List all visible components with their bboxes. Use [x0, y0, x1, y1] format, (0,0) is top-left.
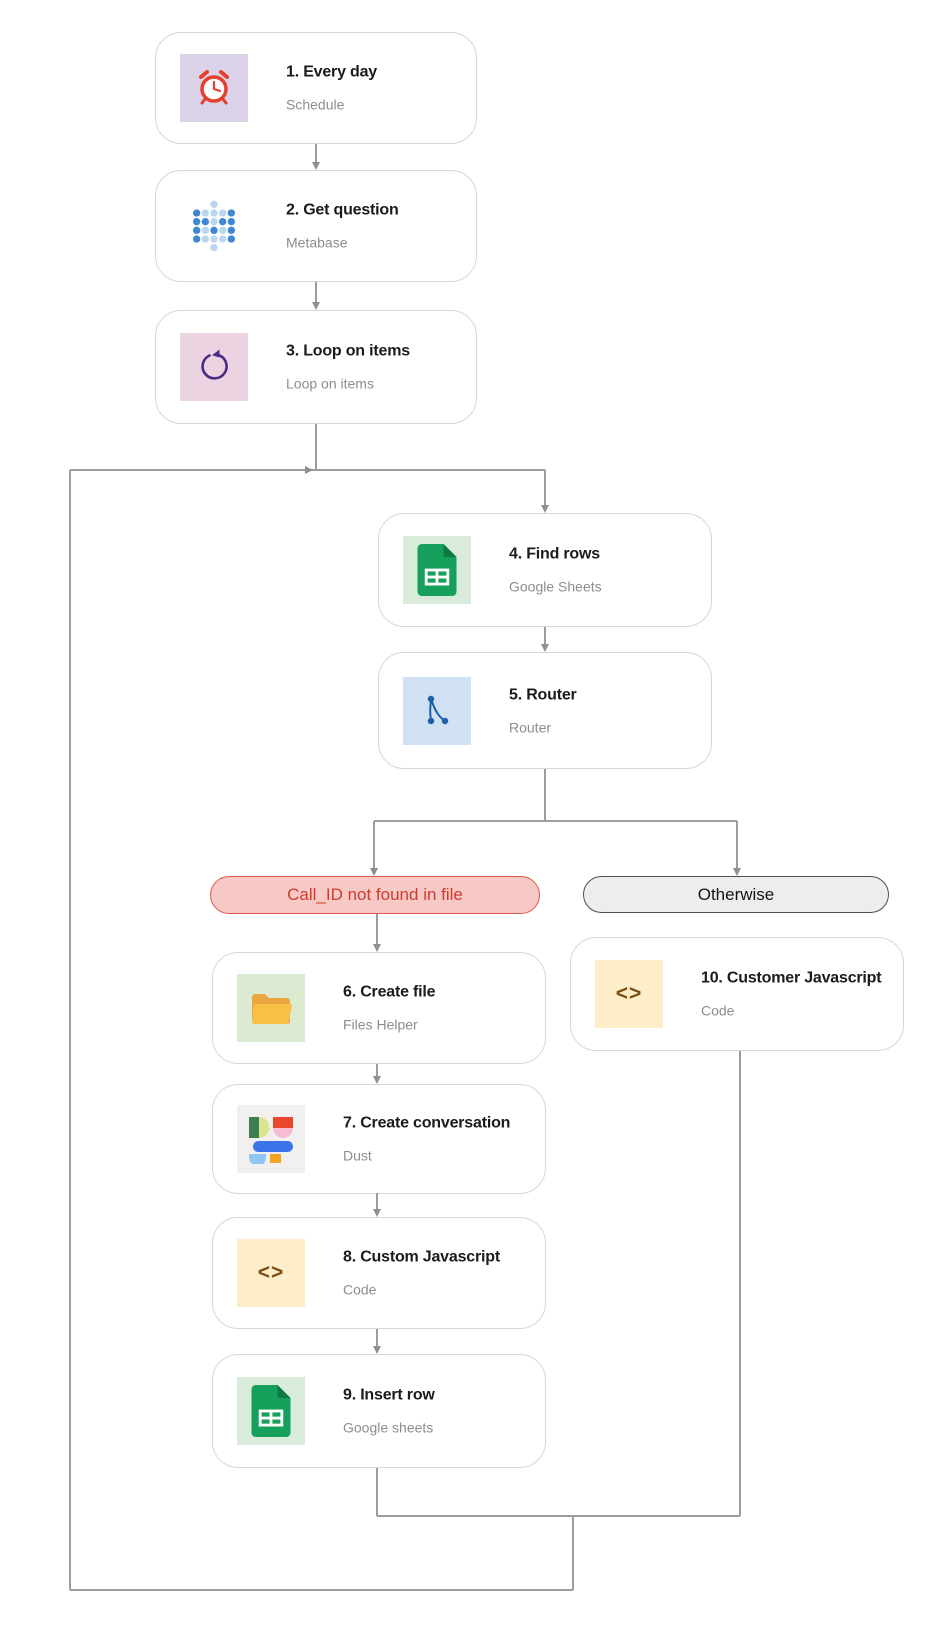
metabase-icon [180, 192, 248, 260]
arrowhead-down-icon [372, 944, 381, 952]
node-subtitle: Router [509, 719, 552, 735]
arrowhead-down-icon [311, 162, 320, 170]
node-subtitle: Files Helper [343, 1016, 418, 1033]
arrowhead-down-icon [369, 868, 378, 876]
node-subtitle: Dust [343, 1147, 372, 1164]
node-title: 7. Create conversation [343, 1114, 511, 1132]
arrowhead-down-icon [372, 1076, 381, 1084]
node-title: 1. Every day [286, 63, 377, 81]
connector-line [376, 1064, 378, 1077]
connector-line [572, 1516, 574, 1590]
node-subtitle: Code [701, 1002, 735, 1019]
node-subtitle: Google sheets [343, 1419, 434, 1436]
connector-line [377, 1515, 740, 1517]
connector-line [736, 821, 738, 869]
connector-line [376, 1193, 378, 1210]
connector-line [69, 470, 71, 1590]
node-title: 3. Loop on items [286, 342, 410, 360]
connector-line [544, 470, 546, 506]
arrowhead-down-icon [540, 644, 549, 652]
connector-line [373, 821, 375, 869]
node-subtitle: Schedule [286, 96, 345, 113]
connector-line [739, 1051, 741, 1516]
connector-line [544, 627, 546, 645]
node-subtitle: Code [343, 1281, 377, 1298]
code-icon: <> [237, 1239, 305, 1307]
folder-icon [237, 974, 305, 1042]
connector-line [315, 282, 317, 303]
loop-icon [180, 333, 248, 401]
node-title: 5. Router [509, 686, 577, 703]
filter-pill-call-id-not-found[interactable]: Call_ID not found in file [210, 876, 540, 914]
node-title: 6. Create file [343, 983, 436, 1001]
connector-line [376, 1468, 378, 1516]
arrowhead-down-icon [732, 868, 741, 876]
node-title: 4. Find rows [509, 545, 600, 563]
node-subtitle: Loop on items [286, 375, 374, 392]
arrowhead-down-icon [372, 1346, 381, 1354]
node-subtitle: Google Sheets [509, 578, 602, 595]
arrowhead-down-icon [540, 505, 549, 513]
router-icon [403, 676, 471, 745]
node-subtitle: Metabase [286, 234, 348, 251]
arrowhead-down-icon [311, 302, 320, 310]
node-title: 8. Custom Javascript [343, 1248, 500, 1266]
connector-line [70, 1589, 573, 1591]
connector-line [544, 769, 546, 821]
connector-line [376, 914, 378, 945]
arrowhead-right-icon [305, 465, 313, 474]
dust-icon [237, 1105, 305, 1173]
arrowhead-down-icon [372, 1209, 381, 1217]
node-title: 10. Customer Javascript [701, 969, 882, 987]
connector-line [315, 144, 317, 163]
node-title: 9. Insert row [343, 1386, 435, 1404]
google-sheets-icon [403, 536, 471, 604]
connector-line [315, 424, 317, 470]
alarm-clock-icon [180, 54, 248, 122]
code-icon: <> [595, 960, 663, 1028]
connector-line [374, 820, 737, 822]
google-sheets-icon [237, 1377, 305, 1445]
connector-line [376, 1329, 378, 1347]
filter-pill-otherwise[interactable]: Otherwise [583, 876, 889, 913]
node-title: 2. Get question [286, 201, 399, 219]
